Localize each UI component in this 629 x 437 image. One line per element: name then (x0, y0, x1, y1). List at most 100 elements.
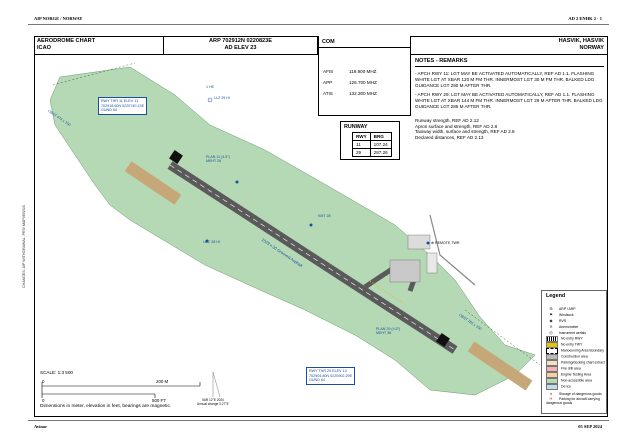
legend-item: ⚑Windsock (546, 312, 574, 317)
aerodrome-area (49, 66, 536, 396)
footer-rule (28, 420, 609, 421)
dimensions-note: Dimensions in meter, elevation in feet, … (40, 404, 172, 409)
apron (389, 259, 421, 283)
remark-rwy-strength: Runway strength, REF AD 2.12 (415, 117, 479, 123)
title-box-right: HASVIK, HASVIK NORWAY (318, 36, 608, 55)
magvar-line1: VAR 12°E 2024 (201, 398, 224, 402)
header-rule (28, 24, 609, 25)
papi-29: PLAN 29 (4.5°) MEHT 38 (376, 327, 401, 335)
com-box: COM AFIS 119.900 MHZ APP 126.700 MHZ ATIS 1… (318, 36, 411, 116)
no-entry-twy-swatch (546, 342, 558, 348)
legend-item: Parking/docking chart extract (546, 360, 605, 366)
legend-item: No entry RWY (546, 336, 583, 342)
legend-box: Legend ⊕ARP / ARP ⚑Windsock ◆RVR ✕Anemom… (541, 290, 607, 414)
windsock-icon: ⚑ (549, 312, 553, 317)
anemometer-icon: ✕ (549, 324, 553, 329)
footer-left: Avinor (34, 424, 48, 429)
thr29-coords: 702904.80N 0220902.29E (309, 373, 353, 378)
legend-item: Fire drill area (546, 366, 581, 372)
de-ice-swatch (546, 384, 558, 390)
com-freq: 126.700 MHZ (349, 80, 377, 85)
remote-tower-text: REMOTE TWR (435, 241, 460, 245)
remark-rwy11: - APCH RWY 11: LGT MAY BE ACTIVATED AUTO… (415, 71, 595, 88)
header-right: AD 2 ENHK 2 - 1 (568, 16, 602, 21)
llz-label: LOC 28 HI (203, 240, 220, 244)
thr11-title: RWY THR 11 ELEV 11 (101, 99, 139, 103)
scale-f0: 0 (42, 398, 45, 403)
cell-brg: 287.26 (369, 148, 392, 157)
legend-item: Construction area (546, 354, 588, 360)
aerodrome-map (35, 55, 541, 398)
scale-m200: 200 M (156, 379, 169, 384)
legend-item: Manoeuvring Area Boundary (546, 348, 604, 354)
title-box-center: ARP 702912N 0220823E AD ELEV 23 (164, 36, 318, 55)
com-freq: 119.900 MHZ (349, 69, 377, 74)
scale-m0: 0 (42, 379, 45, 384)
footer-right: 05 SEP 2024 (578, 424, 602, 429)
remark-rwy29: - APCH RWY 29: LGT MAY BE ACTIVATED AUTO… (415, 92, 603, 109)
country-name: NORWAY (579, 44, 604, 51)
parking-swatch (546, 360, 558, 366)
scale-title: SCALE: 1:3 500 (40, 370, 73, 375)
thr29-info: RWY THR 29 ELEV 13 702904.80N 0220902.29… (306, 367, 356, 385)
ndb-label: 1 HE (206, 85, 214, 89)
side-text: CHANGES: AIP WITHDRAWAL, PRIV MAPVENSIS (22, 205, 26, 288)
col-rwy: RWY (352, 132, 371, 141)
com-service: AFIS (323, 69, 334, 74)
remark-declared: Declared distances, REF AD 2.13 (415, 135, 484, 141)
com-service: ATIS (323, 91, 333, 96)
magvar-line2: Annual change 0.27°E (197, 402, 229, 406)
thr29-title: RWY THR 29 ELEV 13 (309, 369, 347, 373)
boundary-swatch (546, 348, 558, 354)
construction-swatch (546, 354, 558, 360)
legend-item: ✕Anemometer (546, 324, 578, 329)
remarks-box: NOTES - REMARKS - APCH RWY 11: LGT MAY B… (411, 55, 608, 144)
thr29-geoid: GUND 64 (309, 378, 325, 383)
legend-item: Engine Testing Area (546, 372, 591, 378)
cell-rwy: 11 (352, 140, 371, 149)
chart-name: AERODROME CHART (37, 38, 96, 44)
non-accessible-swatch (546, 378, 558, 384)
gp-label: LLZ 29 HI (214, 96, 230, 100)
rvr-icon: ◆ (549, 318, 553, 323)
com-service: APP (323, 80, 333, 85)
legend-item: Non-accessible area (546, 378, 592, 384)
com-heading: COM (319, 36, 410, 48)
com-freq: 132.300 MHZ (349, 91, 377, 96)
legend-heading: Legend (546, 293, 566, 299)
com-row-app: APP 126.700 MHZ (323, 80, 408, 85)
com-row-afis: AFIS 119.900 MHZ (323, 69, 408, 74)
legend-item: ♦Storage of dangerous goods (546, 391, 602, 396)
thr11-info: RWY THR 11 ELEV 11 702918.60N 0220740.13… (98, 97, 148, 115)
remote-tower-label: ⊕ REMOTE TWR (431, 241, 460, 245)
thr11-coords: 702918.60N 0220740.13E (101, 103, 145, 108)
magnetic-variation: VAR 12°E 2024 Annual change 0.27°E (197, 398, 229, 406)
remote-tower-icon: ⊕ (431, 241, 436, 245)
papi-11: PLAN 11 (4.5°) MEHT 28 (206, 155, 230, 163)
col-brg: BRG (369, 132, 392, 141)
title-box-left: AERODROME CHART ICAO (34, 36, 164, 55)
header-left: AIP NORGE / NORWAY (34, 16, 83, 21)
legend-item: De-Ice (546, 384, 571, 390)
scale-graphic (41, 382, 201, 398)
legend-item: ◎Instrument aerials (546, 330, 586, 335)
legend-item: ⊕ARP / ARP (546, 306, 575, 311)
fire-drill-swatch (546, 366, 558, 372)
scale-bar: SCALE: 1:3 500 0 200 M 0 500 FT (40, 370, 210, 403)
remark-apron: Apron surface and strength, REF AD 2.8 (415, 123, 498, 129)
legend-item: ◆RVR (546, 318, 566, 323)
thr11-geoid: GUND 54 (101, 108, 117, 113)
cell-rwy: 29 (352, 148, 371, 157)
kmt-label: KMT 28 (318, 214, 331, 218)
no-entry-rwy-swatch (546, 336, 558, 342)
legend-item: No entry TWY (546, 342, 582, 348)
runway-table-heading: RUNWAY (344, 124, 368, 130)
aircraft-dangerous-goods-icon: ✈ (549, 396, 553, 401)
remarks-heading: NOTES - REMARKS (415, 58, 604, 67)
remark-taxiway: Taxiway width, surface and strength, REF… (415, 129, 515, 135)
scale-f500: 500 FT (152, 398, 166, 403)
